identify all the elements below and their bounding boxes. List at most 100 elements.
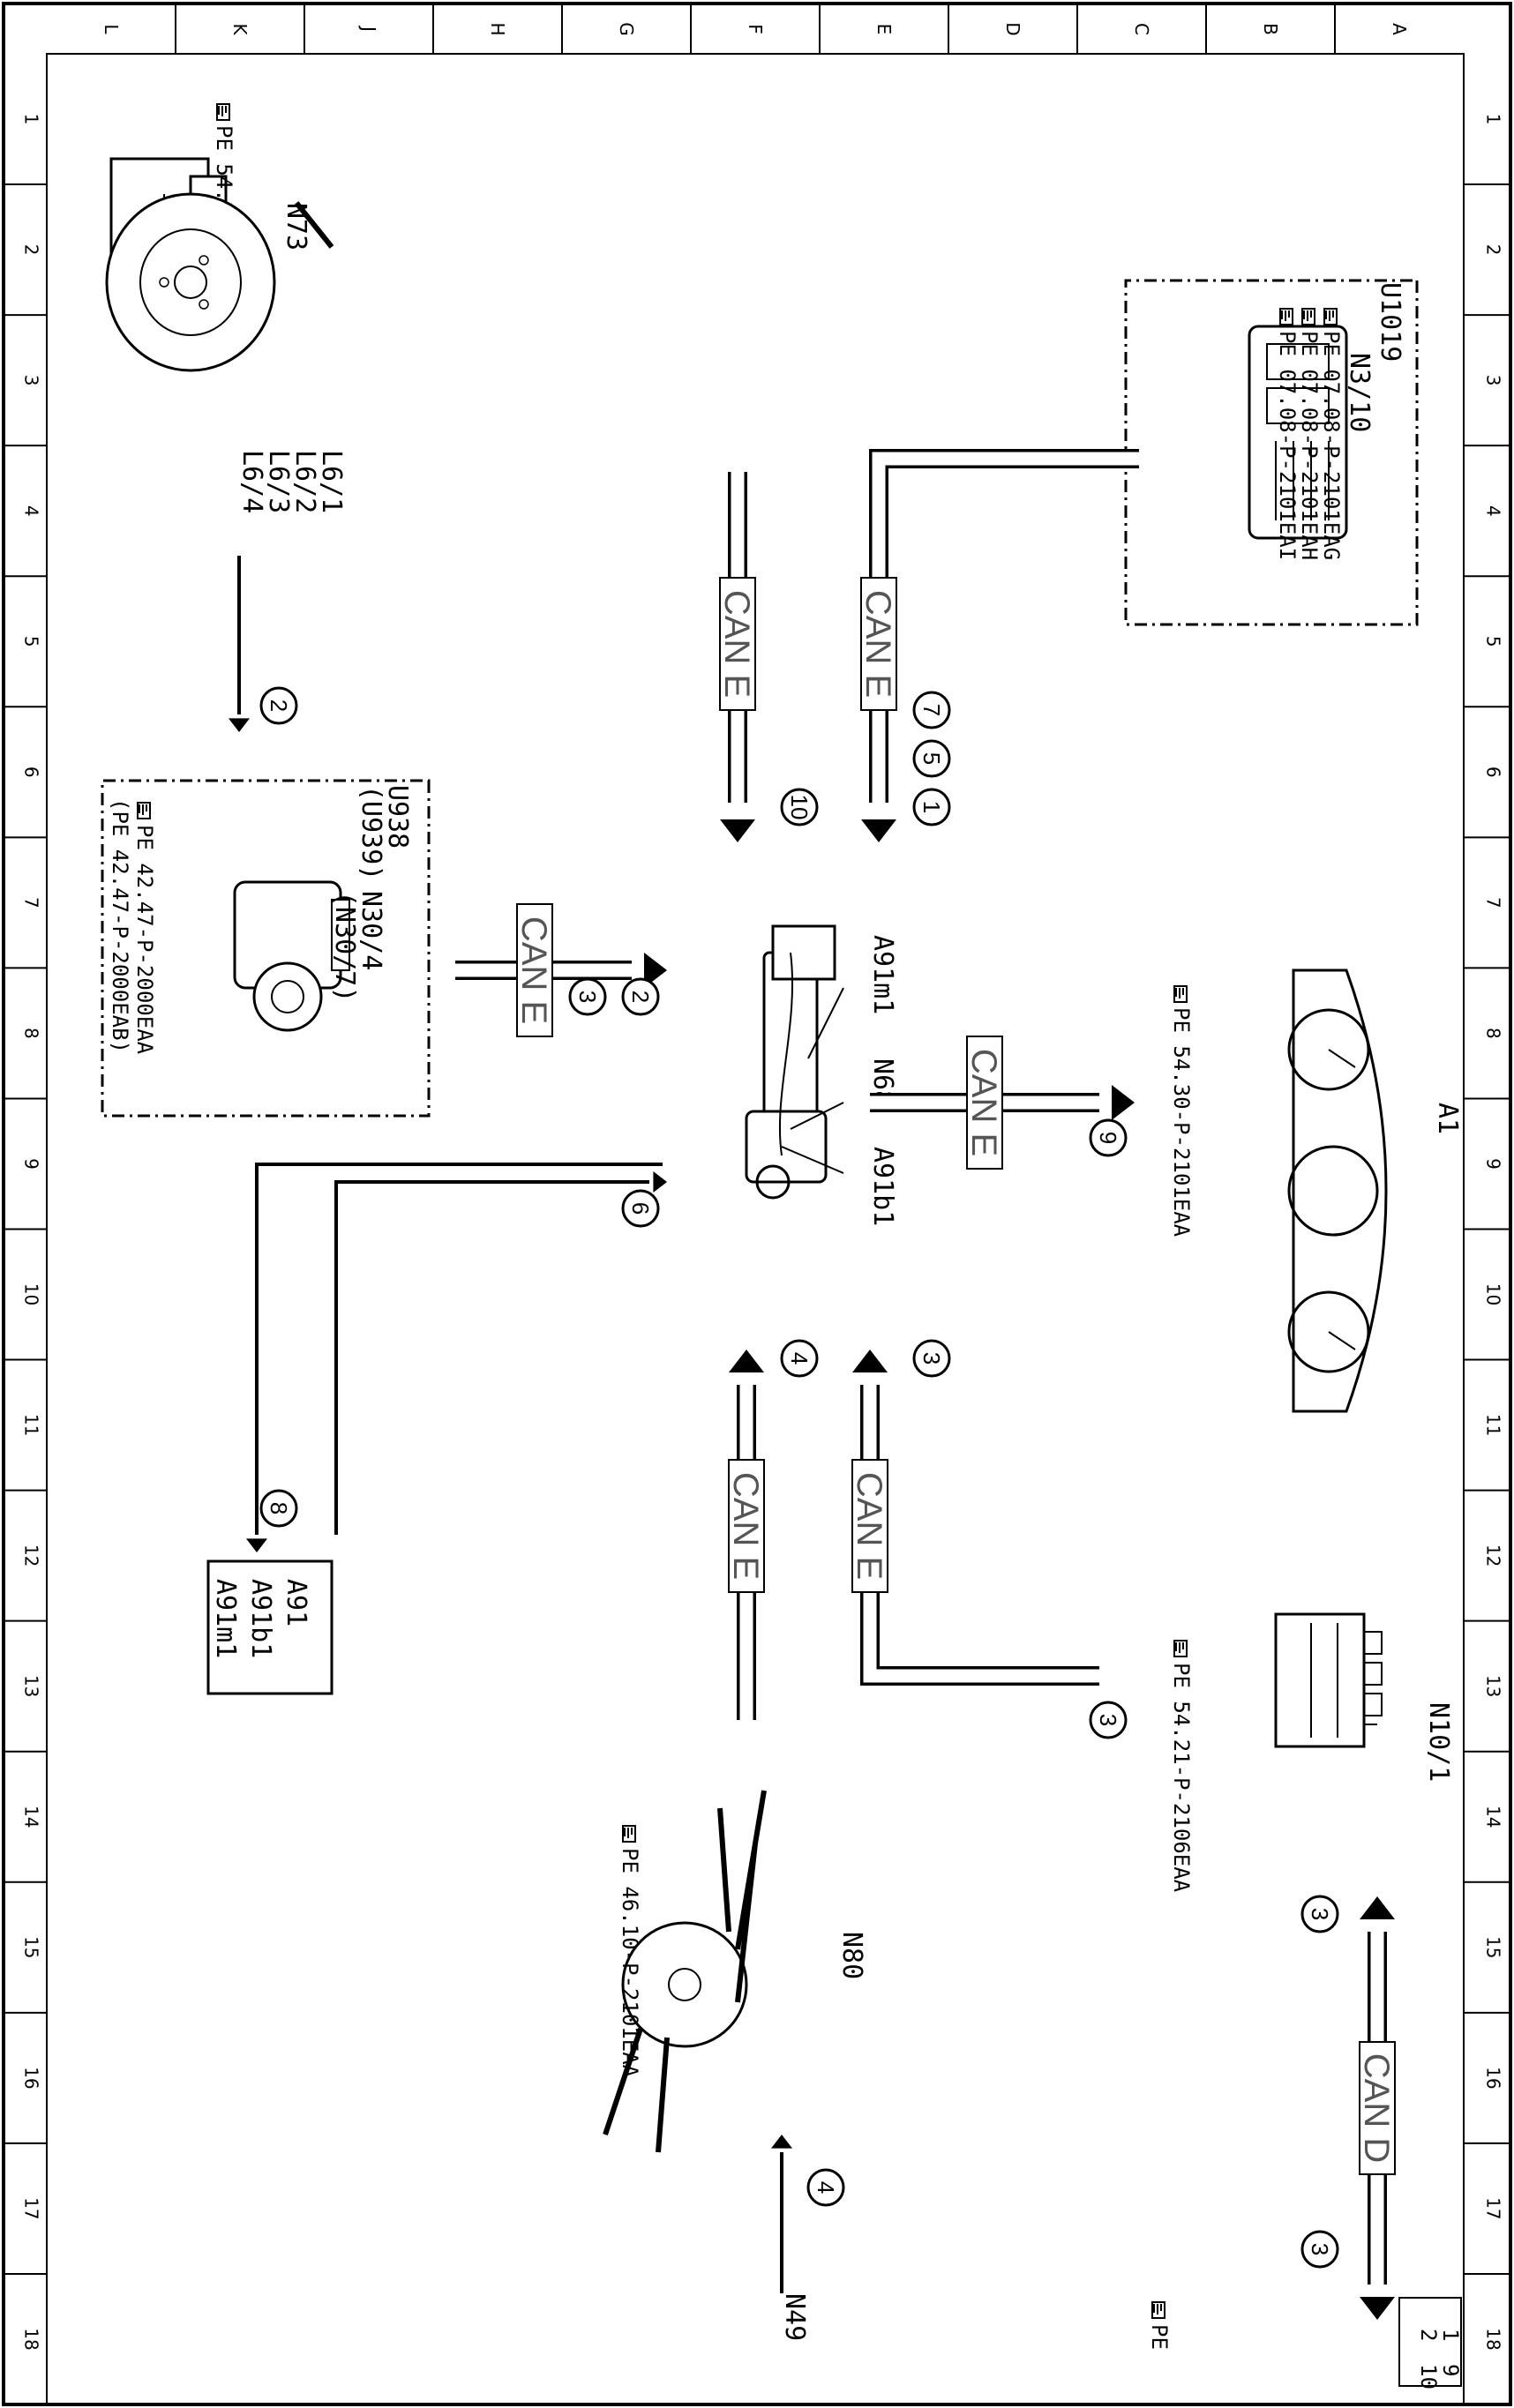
- grid-row-label: 6: [21, 767, 42, 778]
- grid-column-label: E: [873, 24, 895, 35]
- can-d-label: CAN D: [1357, 2053, 1396, 2163]
- grid-row-label: 9: [1483, 1158, 1504, 1170]
- control-unit-icon: [1248, 325, 1348, 540]
- grid-row-label: 12: [21, 1544, 42, 1567]
- can-e-label-u938: CAN E: [514, 916, 553, 1024]
- a91m1-signal-line: [255, 1163, 663, 1535]
- u1019-group: U1019 N3/10 PE 07.08-P-2101EAG PE 07.08-…: [1124, 279, 1419, 626]
- can-e-arrowhead-n3-10: [861, 819, 896, 842]
- can-e-arrowhead-u938: [644, 953, 667, 988]
- a91-box-group: A91 A91b1 A91m1: [206, 1559, 334, 1695]
- grid-row-label: 7: [21, 897, 42, 909]
- step-number: 5: [918, 752, 945, 765]
- a1-group: A1 PE 54.30-P-2101EAA: [1169, 968, 1463, 1413]
- step-circle: [259, 1489, 298, 1528]
- step-number: 1: [918, 801, 945, 813]
- grid-column-label: J: [358, 25, 379, 32]
- step-circle: [912, 691, 951, 729]
- step-circle: [780, 1339, 819, 1378]
- corner-digit-1: 1: [1438, 2329, 1463, 2341]
- grid-row-label: 1: [1483, 114, 1504, 125]
- a91m1-arrowhead: [246, 1538, 267, 1552]
- a91-label: A91: [281, 1579, 311, 1627]
- step-number: 2: [627, 991, 654, 1003]
- step-number: 3: [1307, 2243, 1333, 2255]
- grid-row-label: 12: [1483, 1544, 1504, 1567]
- brake-disc-icon: [105, 192, 334, 372]
- step-circle: [806, 2168, 845, 2207]
- n30-7-label: (N30/7): [329, 891, 360, 1002]
- can-d-label-box: [1359, 2041, 1396, 2175]
- u938-group: U938 (U939) N30/4 (N30/7) PE 42.47-P-200…: [101, 779, 431, 1118]
- n3-10-label: N3/10: [1344, 353, 1375, 432]
- n80-label: N80: [836, 1932, 867, 1979]
- corner-ref-group: 1 2 9 10 PE: [1147, 2297, 1463, 2389]
- grid-row-label: 8: [21, 1028, 42, 1039]
- radar-sensor-icon: [233, 880, 350, 1032]
- l6-1-label: L6/1: [316, 450, 347, 513]
- can-e-label-a1-box: [966, 1036, 1003, 1170]
- can-e-label-a1: CAN E: [964, 1049, 1003, 1156]
- grid-row-label: 3: [1483, 375, 1504, 386]
- n49-label: N49: [779, 2293, 810, 2341]
- can-e-label-n3-10: CAN E: [858, 590, 897, 698]
- grid-row-label: 8: [1483, 1028, 1504, 1039]
- sam-module-icon: [1274, 1612, 1383, 1748]
- step-number: 3: [918, 1352, 945, 1365]
- grid-column-label: K: [229, 23, 251, 35]
- instrument-cluster-icon: [1287, 968, 1388, 1413]
- grid-row-label: 18: [21, 2328, 42, 2350]
- n30-4-label: N30/4: [356, 891, 386, 970]
- a91b1-arrowhead: [653, 1171, 667, 1193]
- step-number: 3: [1307, 1908, 1333, 1920]
- step-circle: [1300, 2230, 1339, 2269]
- grid-row-label: 10: [1483, 1283, 1504, 1305]
- steering-column-icon: [745, 924, 836, 1200]
- step-circle: [1300, 1895, 1339, 1933]
- a91b1-box-label: A91b1: [245, 1579, 276, 1658]
- grid-row-label: 5: [1483, 636, 1504, 647]
- grid-column-label: H: [487, 22, 508, 35]
- l6-group: L6/1 L6/2 L6/3 L6/4: [105, 192, 347, 513]
- can-e-label-n10: CAN E: [850, 1472, 888, 1580]
- u938-dashed-box: [101, 779, 431, 1118]
- corner-digit-10: 10: [1416, 2364, 1441, 2389]
- grid-row-label: 4: [21, 505, 42, 517]
- u1019-ref-3: PE 07.08-P-2101EAI: [1275, 331, 1300, 560]
- step-circle: [1089, 1701, 1128, 1739]
- steering-column-switch-icon: [603, 1790, 767, 2153]
- u1019-dashed-box: [1124, 279, 1419, 626]
- step-circle: [780, 788, 819, 826]
- can-e-label-n73-box: [719, 577, 756, 711]
- grid-column-label: D: [1002, 22, 1023, 35]
- corner-digit-2: 2: [1416, 2329, 1441, 2341]
- a1-ref: PE 54.30-P-2101EAA: [1169, 1007, 1194, 1238]
- corner-ref: PE: [1147, 2324, 1172, 2350]
- grid-column-label: C: [1131, 23, 1152, 35]
- n10-1-ref: PE 54.21-P-2106EAA: [1169, 1663, 1194, 1893]
- grid-row-label: 17: [21, 2197, 42, 2219]
- grid-row-label: 6: [1483, 767, 1504, 778]
- step-circle: [621, 1189, 660, 1228]
- can-e-arrowhead-n10: [852, 1350, 888, 1372]
- u1019-variant: U1019: [1375, 282, 1405, 362]
- can-e-label-n3-10-box: [860, 577, 897, 711]
- u938-ref-1: PE 42.47-P-2000EAA: [132, 825, 157, 1055]
- step-number: 4: [786, 1352, 813, 1365]
- step-number: 7: [918, 704, 945, 716]
- grid-row-label: 1: [21, 114, 42, 125]
- grid-row-label: 13: [1483, 1675, 1504, 1697]
- can-d-arrowhead-start: [1360, 1896, 1395, 1919]
- n80-ref: PE 46.10-P-2101EAA: [618, 1848, 642, 2078]
- grid-row-label: 9: [21, 1158, 42, 1170]
- n49-arrowhead: [771, 2135, 792, 2149]
- can-e-label-n80-box: [728, 1459, 765, 1593]
- a91m1-center-label: A91m1: [867, 935, 898, 1014]
- can-e-arrowhead-n73: [720, 819, 755, 842]
- grid-row-label: 4: [1483, 505, 1504, 517]
